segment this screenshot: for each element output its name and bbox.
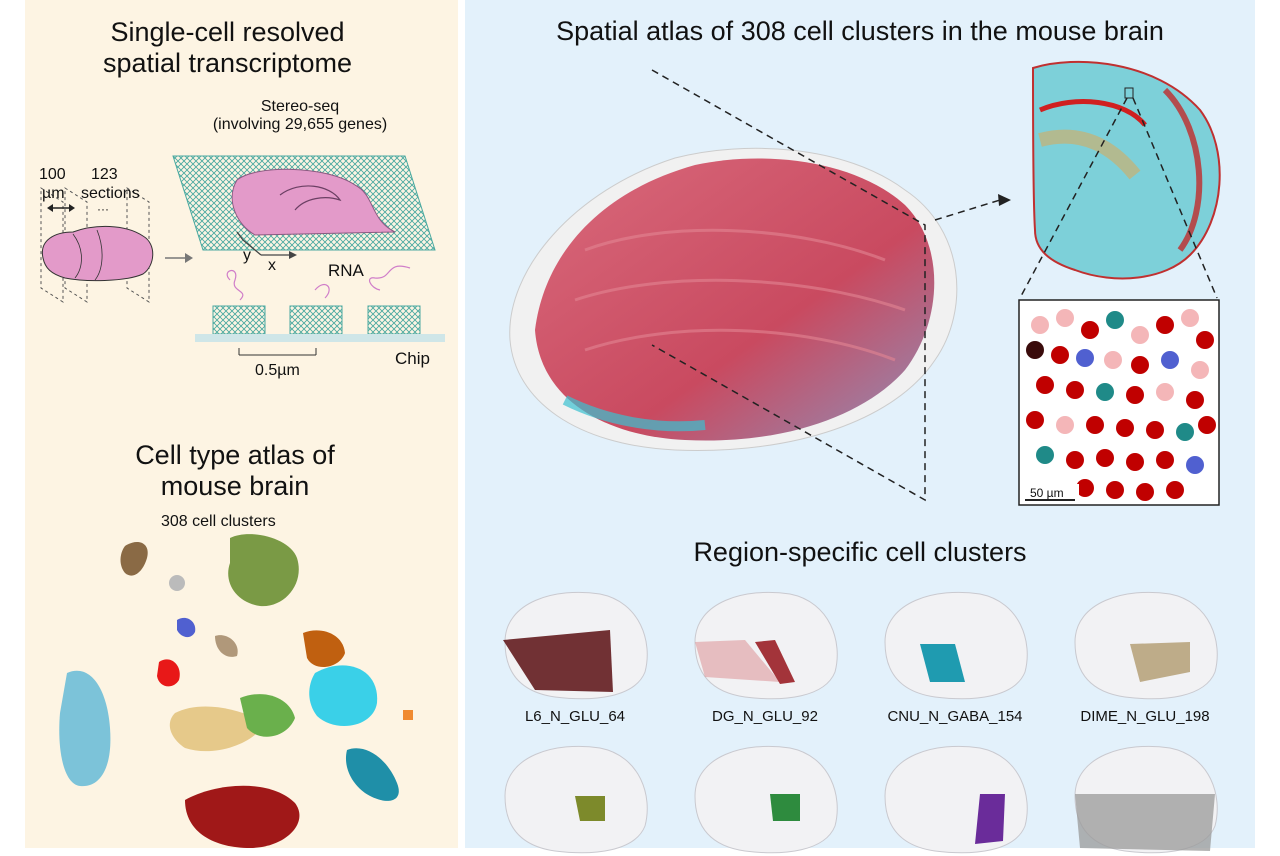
region-blob [920, 644, 965, 682]
section-plane-outline [651, 69, 926, 502]
region-brain-5 [504, 745, 648, 854]
axis-x-label: x [268, 257, 276, 274]
cluster-blob-brown [120, 542, 148, 576]
cluster-blob-beige [169, 706, 265, 752]
right-panel: Spatial atlas of 308 cell clusters in th… [465, 0, 1255, 854]
section-plane-3 [126, 187, 150, 303]
section2-title-line1: Cell type atlas of [135, 440, 335, 470]
sections-ellipsis: ··· [97, 202, 109, 216]
sections-word: sections [81, 185, 140, 202]
brain-3d-rendering [509, 60, 1221, 506]
region-blob [770, 794, 800, 821]
section1-title: Single-cell resolved spatial transcripto… [25, 17, 430, 79]
region-brain-7 [884, 745, 1028, 854]
sections-count: 123 [91, 166, 118, 183]
section2-title-line2: mouse brain [160, 471, 310, 501]
cluster-blob-olive [228, 534, 299, 607]
section1-title-line2: spatial transcriptome [102, 48, 353, 78]
rna-label: RNA [328, 261, 364, 280]
cluster-blob-tan [215, 635, 238, 657]
region-brain-3 [884, 591, 1028, 700]
brain-cells [535, 158, 935, 441]
cluster-blob-small-orange [403, 710, 413, 720]
region-brain-4 [1074, 591, 1218, 700]
region-blob [503, 630, 613, 692]
cluster-map [59, 534, 413, 848]
region-brain-1 [503, 591, 648, 700]
section-plane-2 [64, 187, 88, 303]
chip-label: Chip [395, 349, 430, 368]
cluster-blob-orange [303, 630, 345, 668]
scale-bar-bg [1021, 484, 1079, 503]
whole-brain [41, 225, 154, 282]
region-blob [975, 794, 1005, 844]
region-blob [1130, 642, 1190, 682]
atlas-title: Spatial atlas of 308 cell clusters in th… [556, 16, 1164, 46]
region-label-3: CNU_N_GABA_154 [887, 708, 1023, 725]
region-blob [1075, 794, 1215, 851]
region-brain-8 [1074, 745, 1218, 854]
thickness-unit: µm [42, 185, 65, 202]
region-brain-6 [694, 745, 838, 854]
stereo-chip-diagram [40, 155, 445, 356]
scale-bar-label: 50 µm [1030, 486, 1064, 500]
tissue-section [231, 168, 396, 236]
region-blob [575, 796, 605, 821]
region-label-4: DIME_N_GLU_198 [1080, 708, 1210, 725]
thickness-value: 100 [39, 166, 66, 183]
cluster-blob-blue [177, 617, 196, 638]
region-blob [695, 640, 780, 682]
region-title: Region-specific cell clusters [693, 537, 1027, 567]
chip-base [195, 334, 445, 342]
section1-title-line1: Single-cell resolved [110, 17, 345, 47]
stereo-label-line1: Stereo-seq [260, 98, 340, 115]
zoom-box [1124, 87, 1134, 99]
section2-title: Cell type atlas of mouse brain [25, 440, 445, 502]
spacing-label: 0.5µm [255, 362, 300, 379]
axis-y-label: y [243, 247, 251, 264]
cluster-blob-red [157, 659, 180, 687]
zoom-cells [1026, 309, 1216, 501]
region-brain-2 [694, 591, 838, 700]
stereo-label: Stereo-seq (involving 29,655 genes) [165, 98, 435, 134]
clusters-label: 308 cell clusters [161, 513, 276, 530]
cluster-blob-skyblue [59, 670, 111, 787]
capture-pad-1 [212, 305, 266, 335]
cluster-blob-mixed [240, 694, 295, 737]
cluster-blob-darkred [185, 785, 300, 848]
left-panel: Single-cell resolved spatial transcripto… [25, 0, 458, 848]
cluster-blob-grey [169, 575, 185, 591]
zoom-inset [1018, 299, 1220, 506]
cluster-blob-teal [345, 748, 399, 801]
region-label-1: L6_N_GLU_64 [524, 708, 626, 725]
section-plane-1 [40, 187, 64, 303]
region-label-2: DG_N_GLU_92 [712, 708, 818, 725]
capture-pad-3 [367, 305, 421, 335]
capture-pad-2 [289, 305, 343, 335]
cluster-blob-cyan [309, 665, 378, 726]
stereo-label-line2: (involving 29,655 genes) [212, 116, 388, 133]
